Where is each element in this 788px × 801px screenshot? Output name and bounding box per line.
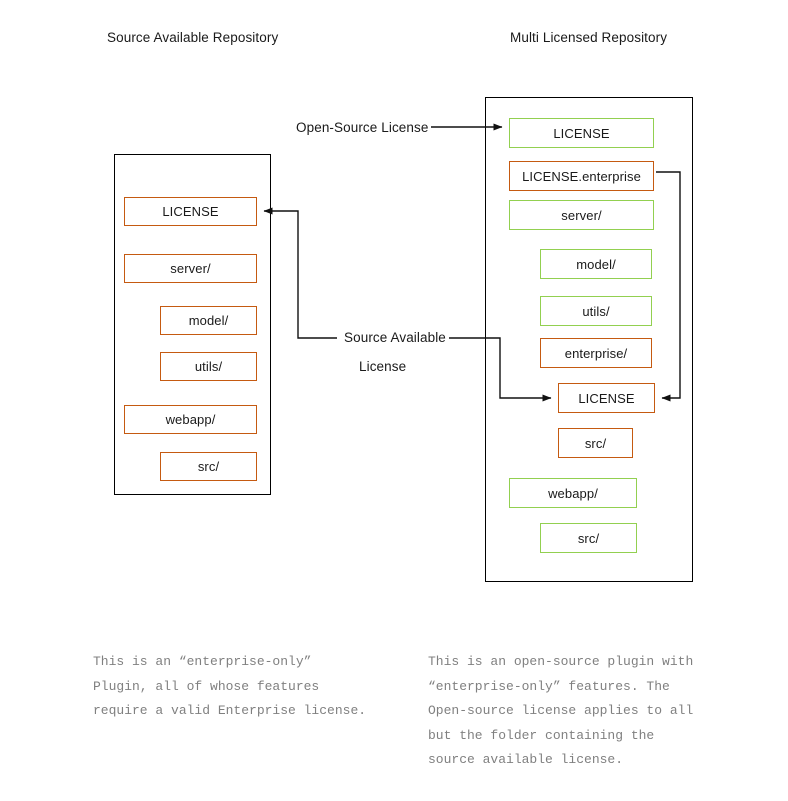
left-node-webapp[interactable]: webapp/ xyxy=(124,405,257,434)
left-node-license[interactable]: LICENSE xyxy=(124,197,257,226)
left-caption: This is an “enterprise-only” Plugin, all… xyxy=(93,654,367,718)
right-node-enterprise[interactable]: enterprise/ xyxy=(540,338,652,368)
edge-label-source-available-line1: Source Available xyxy=(341,330,449,345)
left-repo-heading: Source Available Repository xyxy=(107,30,279,45)
right-node-webapp-src[interactable]: src/ xyxy=(540,523,637,553)
right-node-enterprise-src[interactable]: src/ xyxy=(558,428,633,458)
edge-label-open-source-license: Open-Source License xyxy=(293,120,432,135)
right-node-enterprise-license[interactable]: LICENSE xyxy=(558,383,655,413)
right-node-utils[interactable]: utils/ xyxy=(540,296,652,326)
left-node-src[interactable]: src/ xyxy=(160,452,257,481)
edge-label-source-available-line2: License xyxy=(356,359,410,374)
right-node-server[interactable]: server/ xyxy=(509,200,654,230)
left-node-model[interactable]: model/ xyxy=(160,306,257,335)
right-node-webapp[interactable]: webapp/ xyxy=(509,478,637,508)
right-repo-heading: Multi Licensed Repository xyxy=(510,30,668,45)
edge-source-available-to-left-license xyxy=(263,207,337,339)
right-node-model[interactable]: model/ xyxy=(540,249,652,279)
right-node-license[interactable]: LICENSE xyxy=(509,118,654,148)
right-caption: This is an open-source plugin with “ente… xyxy=(428,654,694,767)
left-node-utils[interactable]: utils/ xyxy=(160,352,257,381)
left-node-server[interactable]: server/ xyxy=(124,254,257,283)
right-node-license-enterprise[interactable]: LICENSE.enterprise xyxy=(509,161,654,191)
